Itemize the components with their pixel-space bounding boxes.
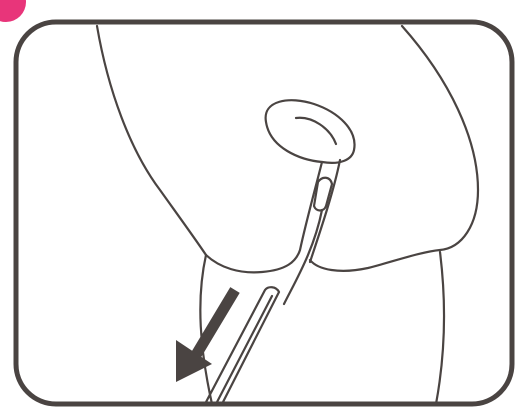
illustration-frame [16,22,512,404]
step-badge [0,0,26,22]
